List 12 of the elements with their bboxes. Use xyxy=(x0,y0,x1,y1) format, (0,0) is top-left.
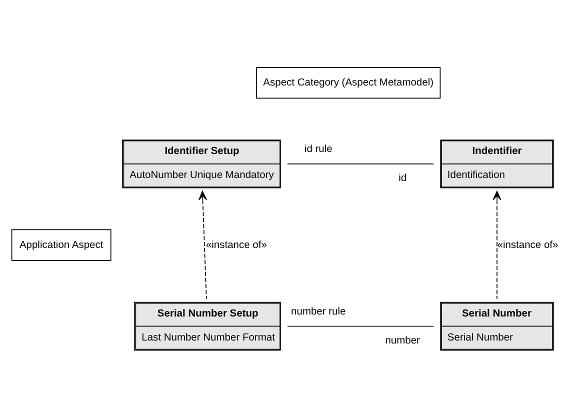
node-box: Aspect Category (Aspect Metamodel) xyxy=(256,66,441,98)
node-box: Application Aspect xyxy=(11,228,112,260)
arrow xyxy=(492,190,502,299)
label: number rule xyxy=(291,306,346,317)
label: id xyxy=(398,172,407,184)
label: id rule xyxy=(304,144,332,155)
edge-label: «instance of» xyxy=(206,239,267,250)
connector xyxy=(287,325,434,326)
arrow xyxy=(198,190,207,299)
label: number xyxy=(385,334,420,346)
connector xyxy=(287,163,434,164)
edge-label: «instance of» xyxy=(497,239,558,250)
